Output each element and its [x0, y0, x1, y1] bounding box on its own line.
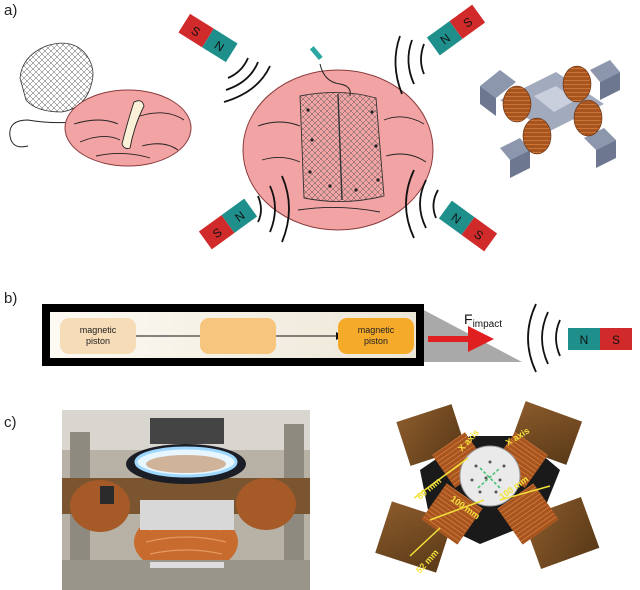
panel-c: X axis X axis 60 mm 100 mm 100 mm 52 mm — [62, 401, 600, 590]
probe-wire-center — [319, 63, 351, 97]
implant-strip — [121, 100, 145, 149]
apparatus-photo — [62, 410, 310, 590]
piston-end-label-1: magnetic — [358, 325, 395, 335]
coil-device-render — [480, 60, 620, 178]
piston-end-label-2: piston — [364, 336, 388, 346]
field-arcs-panel-b — [527, 303, 561, 373]
mesh-patch-center — [299, 91, 385, 202]
probe-tip-center — [309, 46, 323, 61]
piston-mid — [200, 318, 276, 354]
coil-device-photo: X axis X axis 60 mm 100 mm 100 mm 52 mm — [375, 401, 600, 575]
impact-force-arrow-shaft — [428, 336, 470, 342]
piston-start-label-2: piston — [86, 336, 110, 346]
probe-wire-left — [9, 119, 79, 148]
field-arcs-bottom-left — [257, 175, 290, 243]
panel-a-label: a) — [4, 2, 18, 19]
panel-c-label: c) — [4, 414, 17, 431]
magnet-n-label: N — [580, 333, 589, 347]
force-label: Fimpact — [464, 311, 502, 330]
field-arcs-top-right — [394, 35, 425, 95]
panel-b: magnetic piston magnetic piston Fimpact … — [42, 303, 632, 373]
magnet-bottom-right: N S — [438, 200, 498, 252]
mesh-patch-small — [19, 42, 94, 113]
piston-start — [60, 318, 136, 354]
magnet-panel-b: N S — [568, 328, 632, 350]
magnet-top-right: N S — [426, 4, 486, 56]
piston-end — [338, 318, 414, 354]
magnet-top-left: S N — [178, 13, 238, 63]
impact-force-arrow-head — [468, 326, 494, 352]
magnet-bottom-left: S N — [198, 198, 258, 250]
field-arcs-bottom-right — [405, 169, 439, 239]
magnet-s-label: S — [612, 333, 620, 347]
piston-start-label-1: magnetic — [80, 325, 117, 335]
panel-a: S N N S S N N S — [9, 4, 620, 252]
field-arcs-top-left — [223, 57, 271, 103]
panel-b-label: b) — [4, 290, 18, 307]
